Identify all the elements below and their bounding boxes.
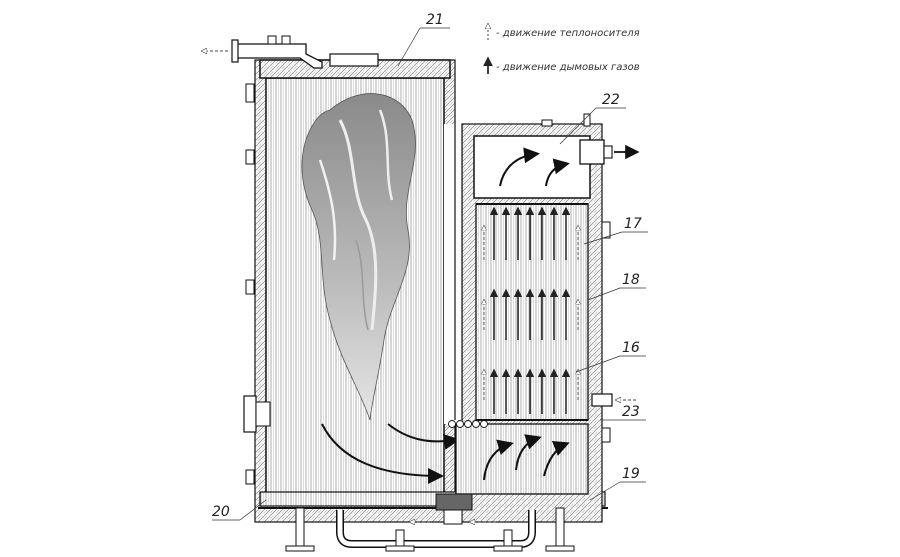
coolant-inlet — [591, 393, 636, 407]
label-20: 20 — [212, 504, 230, 520]
label-16: 16 — [622, 340, 640, 356]
label-19: 19 — [622, 466, 640, 482]
label-22: 22 — [602, 92, 620, 108]
callouts: 21 22 17 18 16 23 19 20 — [212, 12, 648, 521]
legend-flue-gas: - движение дымовых газов — [496, 62, 640, 73]
furnace-flow-arrows — [321, 423, 460, 484]
bottom-pipework — [285, 493, 575, 552]
tube-flow-arrows — [484, 206, 578, 414]
lower-chamber-flow — [483, 434, 570, 481]
legend: - движение теплоносителя - движение дымо… — [483, 24, 640, 74]
label-18: 18 — [622, 272, 640, 288]
flame — [301, 93, 416, 421]
exchanger-top-flow — [499, 147, 570, 187]
flue-outlet — [579, 139, 640, 165]
label-17: 17 — [624, 216, 642, 232]
label-23: 23 — [622, 404, 640, 420]
label-21: 21 — [426, 12, 444, 28]
legend-coolant: - движение теплоносителя — [496, 28, 640, 39]
heat-exchanger-body — [444, 113, 611, 523]
top-outlet-pipe — [202, 35, 323, 69]
